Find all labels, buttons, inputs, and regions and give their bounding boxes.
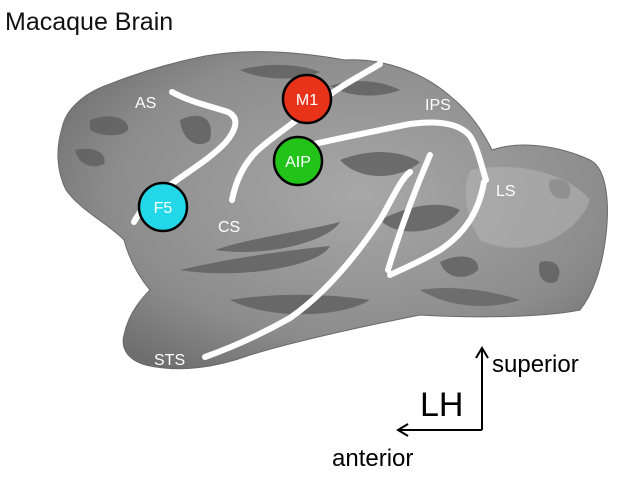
lunate-sulcus-line (387, 179, 487, 278)
brain-surface (57, 51, 608, 370)
region-label-f5: F5 (154, 200, 173, 217)
region-m1: M1 (281, 73, 333, 125)
hemisphere-label: LH (420, 386, 463, 424)
region-aip: AIP (272, 135, 324, 187)
figure-title: Macaque Brain (5, 8, 173, 36)
region-label-aip: AIP (285, 154, 311, 171)
superior-temporal-sulcus-line (202, 169, 413, 360)
central-sulcus-line (229, 61, 383, 203)
anterior-arrowhead (396, 423, 409, 437)
region-marker-m1 (281, 73, 333, 125)
sulcus-label-ls: LS (496, 183, 516, 200)
region-marker-f5 (137, 181, 189, 233)
sulcus-label-ips: IPS (425, 97, 451, 114)
region-label-m1: M1 (296, 92, 318, 109)
direction-label-superior: superior (492, 351, 579, 378)
sulcus-label-as: AS (135, 95, 156, 112)
direction-label-anterior: anterior (332, 445, 413, 472)
intraparietal-sulcus-line (307, 119, 489, 183)
orientation-indicator (396, 346, 489, 437)
sulcus-label-sts: STS (154, 352, 185, 369)
superior-arrowhead (475, 346, 489, 359)
ips-lower-line (385, 152, 433, 273)
sulcus-label-cs: CS (218, 219, 240, 236)
region-marker-aip (272, 135, 324, 187)
region-f5: F5 (137, 181, 189, 233)
